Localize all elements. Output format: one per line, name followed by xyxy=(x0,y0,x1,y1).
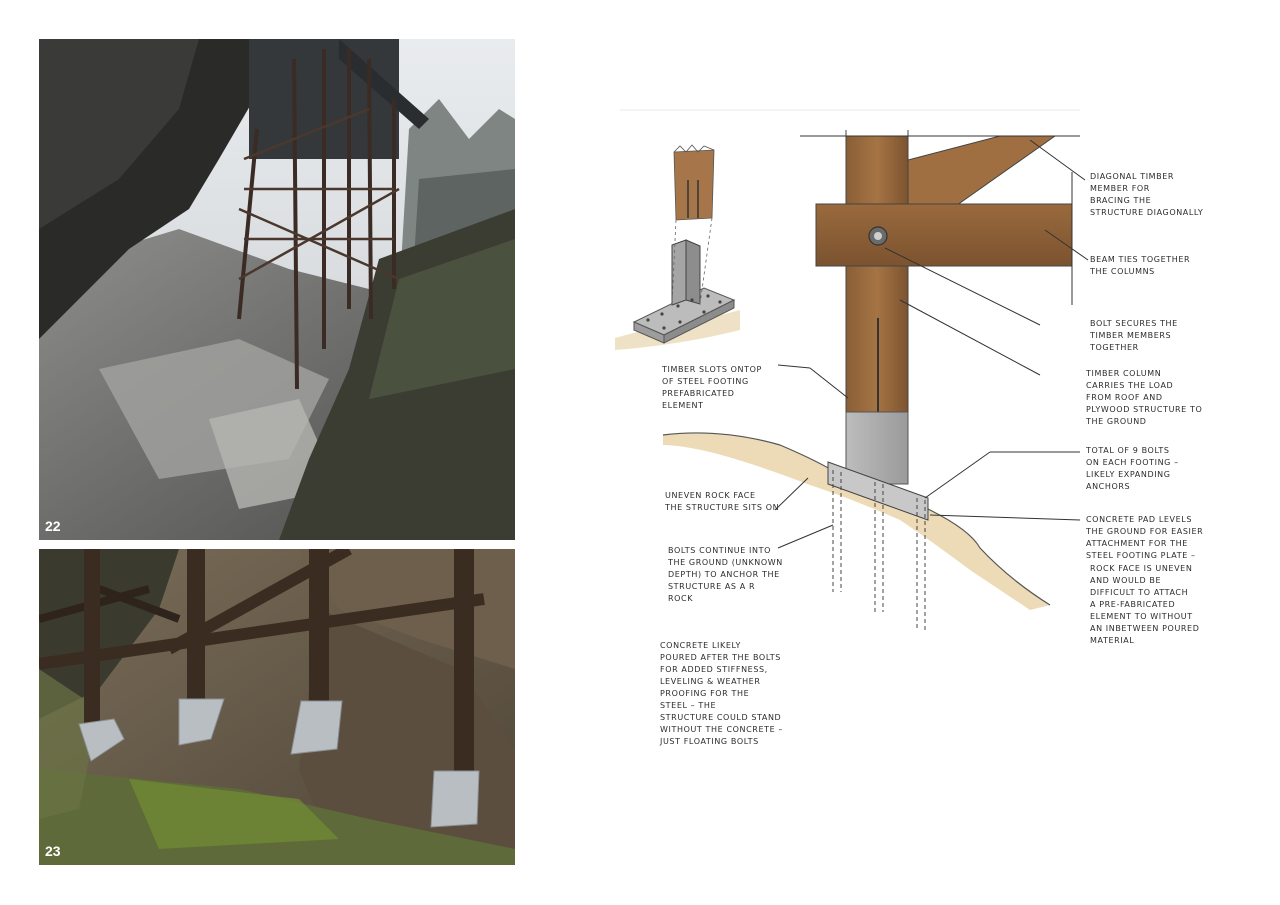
label-timber-column: Timber column carries the load from roof… xyxy=(1086,369,1203,426)
label-bolts-total: Total of 9 bolts on each footing – likel… xyxy=(1086,446,1179,491)
photo-23-image xyxy=(39,549,515,865)
label-bolt: Bolt secures the timber members together xyxy=(1090,319,1178,352)
label-rock-face: Rock face is uneven and would be difficu… xyxy=(1090,564,1200,645)
leader-lines xyxy=(774,139,1089,549)
footing-detail-sketch xyxy=(615,109,1089,630)
photo-23: 23 xyxy=(39,549,515,865)
small-footing-detail xyxy=(615,144,740,350)
label-beam: Beam ties together the columns xyxy=(1090,255,1191,276)
label-bolts-continue: Bolts continue into the ground (unknown … xyxy=(668,546,783,603)
label-diagonal-timber: Diagonal timber member for bracing the s… xyxy=(1090,172,1204,217)
main-column-sketch xyxy=(662,130,1080,630)
label-concrete-pad: Concrete pad levels the ground for easie… xyxy=(1086,515,1204,560)
photo-22-image xyxy=(39,39,515,540)
photo-22: 22 xyxy=(39,39,515,540)
label-timber-slots: Timber slots ontop of steel footing pref… xyxy=(662,365,762,410)
photo-number: 23 xyxy=(45,843,61,859)
label-concrete-poured: Concrete likely poured after the bolts f… xyxy=(660,641,784,746)
photo-number: 22 xyxy=(45,518,61,534)
label-uneven-rock: Uneven rock face the structure sits on xyxy=(665,491,780,512)
